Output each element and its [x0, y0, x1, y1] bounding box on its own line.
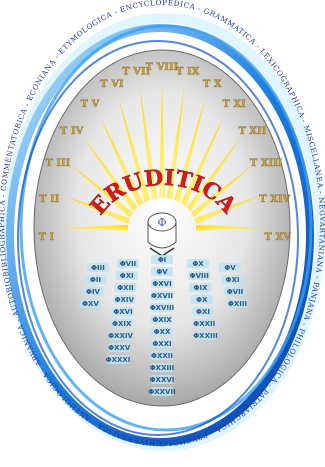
tome-label: T IX	[176, 66, 200, 77]
svg-text:ΦXXI: ΦXXI	[152, 340, 171, 348]
svg-text:ΦXIV: ΦXIV	[115, 296, 135, 304]
volume-label: ΦXVIII	[150, 303, 175, 312]
volume-label: ΦXII	[115, 283, 137, 292]
svg-text:ΦV: ΦV	[224, 264, 236, 272]
tome-label: T IV	[60, 126, 84, 137]
volume-label: ΦXXVI	[150, 375, 175, 384]
tome-label: T XIII	[250, 158, 283, 169]
svg-text:ΦXXIII: ΦXXIII	[193, 332, 218, 340]
volume-label: ΦX	[187, 259, 209, 268]
svg-text:ΦXI: ΦXI	[226, 276, 240, 284]
volume-label: ΦXXV	[108, 343, 131, 352]
svg-text:ΦX: ΦX	[192, 260, 204, 268]
svg-text:ΦXI: ΦXI	[196, 308, 210, 316]
volume-label: ΦX	[191, 295, 213, 304]
svg-text:ΦXVI: ΦXVI	[113, 308, 132, 316]
svg-text:ΦXIX: ΦXIX	[112, 320, 132, 328]
volume-label: ΦXVII	[151, 291, 173, 300]
volume-label: ΦXVI	[151, 279, 173, 288]
svg-text:ΦXVI: ΦXVI	[152, 280, 171, 288]
volume-label: ΦXX	[151, 327, 173, 336]
volume-label: ΦXXVII	[148, 387, 175, 396]
svg-text:ΦXXII: ΦXXII	[151, 352, 173, 360]
svg-text:ΦVII: ΦVII	[227, 288, 244, 296]
svg-text:ΦIX: ΦIX	[194, 284, 209, 292]
svg-text:ΦXXVII: ΦXXVII	[148, 388, 175, 396]
tome-label: T II	[39, 194, 60, 205]
volume-label: ΦXXIII	[150, 363, 175, 372]
svg-text:ΦIII: ΦIII	[91, 264, 105, 272]
volume-label: ΦXXIV	[108, 331, 133, 340]
tome-label: T X	[203, 79, 222, 90]
tome-label: T XV	[264, 232, 291, 243]
svg-text:ΦXXV: ΦXXV	[108, 344, 131, 352]
tome-label: T XI	[222, 99, 246, 110]
svg-text:ΦXII: ΦXII	[117, 284, 134, 292]
svg-text:ΦII: ΦII	[90, 276, 101, 284]
volume-label: ΦII	[85, 275, 107, 284]
volume-label: ΦXXII	[151, 351, 173, 360]
svg-text:ΦV: ΦV	[156, 268, 168, 276]
svg-text:ΦIV: ΦIV	[86, 288, 101, 296]
volume-label: ΦIV	[82, 287, 104, 296]
volume-label: ΦXXII	[193, 319, 215, 328]
svg-text:ΦXXIV: ΦXXIV	[108, 332, 133, 340]
volume-label: ΦXXIII	[193, 331, 218, 340]
volume-label: ΦXI	[222, 275, 244, 284]
tome-label: T XII	[238, 126, 266, 137]
tome-label: T III	[45, 158, 70, 169]
svg-text:ΦVIII: ΦVIII	[190, 272, 209, 280]
volume-label: ΦXIX	[151, 315, 173, 324]
svg-text:ΦI: ΦI	[158, 256, 167, 264]
volume-label: ΦVII	[117, 259, 139, 268]
volume-label: ΦXI	[116, 271, 138, 280]
svg-text:ΦXV: ΦXV	[82, 300, 99, 308]
volume-label: ΦVIII	[188, 271, 210, 280]
svg-text:ΦXXXI: ΦXXXI	[106, 356, 131, 364]
tome-label: T XIV	[259, 194, 290, 205]
volume-label: ΦXXI	[151, 339, 173, 348]
volume-label: ΦV	[151, 267, 173, 276]
svg-text:ΦXXII: ΦXXII	[193, 320, 215, 328]
volume-label: ΦVII	[224, 287, 246, 296]
volume-label: ΦI	[151, 255, 173, 264]
volume-label: ΦXIX	[111, 319, 133, 328]
svg-text:ΦX: ΦX	[196, 296, 208, 304]
tome-label: T VI	[100, 79, 124, 90]
tome-label: T I	[39, 232, 55, 243]
svg-text:ΦXIX: ΦXIX	[152, 316, 172, 324]
volume-label: ΦXIV	[113, 295, 135, 304]
svg-text:ΦXI: ΦXI	[120, 272, 134, 280]
svg-text:ΦXVII: ΦXVII	[151, 292, 173, 300]
volume-label: ΦXV	[80, 299, 102, 308]
tome-label: T V	[81, 99, 100, 110]
volume-label: ΦV	[219, 263, 241, 272]
phi-glyph: Φ	[157, 216, 166, 229]
svg-text:ΦXVIII: ΦXVIII	[150, 304, 175, 312]
svg-text:ΦXX: ΦXX	[154, 328, 171, 336]
tome-label: T VIII	[146, 62, 179, 73]
volume-label: ΦXVI	[112, 307, 134, 316]
volume-label: ΦXI	[192, 307, 214, 316]
svg-text:ΦVII: ΦVII	[120, 260, 137, 268]
svg-text:ΦXIII: ΦXIII	[228, 300, 247, 308]
svg-text:ΦXXVI: ΦXXVI	[150, 376, 175, 384]
volume-label: ΦXIII	[227, 299, 249, 308]
volume-label: ΦIII	[87, 263, 109, 272]
volume-label: ΦIX	[190, 283, 212, 292]
svg-text:ΦXXIII: ΦXXIII	[150, 364, 175, 372]
volume-label: ΦXXXI	[106, 355, 131, 364]
